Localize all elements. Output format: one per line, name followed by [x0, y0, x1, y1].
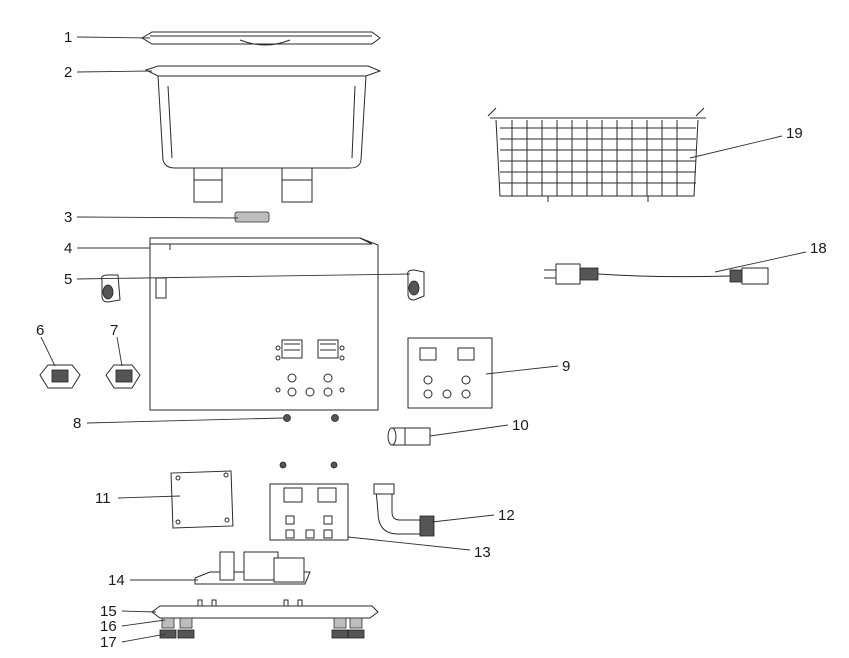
callout-3: 3 [64, 209, 72, 226]
part-control-panel [407, 337, 493, 409]
part-basket [487, 107, 706, 202]
part-pad [234, 211, 270, 223]
part-base-plate [151, 599, 379, 619]
leader-lines [40, 36, 807, 643]
callout-9: 9 [562, 358, 570, 375]
callout-labels: 1 2 3 4 5 6 7 8 9 10 11 12 13 14 15 16 1… [36, 29, 827, 651]
part-lid [141, 31, 381, 46]
part-housing [149, 237, 379, 411]
part-transformer-assembly [194, 551, 311, 585]
callout-13: 13 [474, 544, 491, 561]
part-cylinder [387, 427, 431, 446]
callout-12: 12 [498, 507, 515, 524]
callout-4: 4 [64, 240, 72, 257]
callout-1: 1 [64, 29, 72, 46]
callout-7: 7 [110, 322, 118, 339]
callout-18: 18 [810, 240, 827, 257]
part-elbow-fitting [373, 483, 435, 537]
part-tank [144, 65, 382, 203]
part-knobs [283, 414, 339, 422]
callout-14: 14 [108, 572, 125, 589]
callout-6: 6 [36, 322, 44, 339]
part-cover-plate [170, 470, 234, 529]
callout-19: 19 [786, 125, 803, 142]
part-circuit-board [269, 461, 349, 541]
callout-5: 5 [64, 271, 72, 288]
callout-15: 15 [100, 603, 117, 620]
part-connector-7 [105, 364, 141, 389]
callout-17: 17 [100, 634, 117, 651]
callout-11: 11 [95, 490, 111, 507]
part-power-cord [544, 263, 769, 285]
part-handles [101, 269, 425, 303]
callout-2: 2 [64, 64, 72, 81]
callout-10: 10 [512, 417, 529, 434]
part-feet [159, 617, 365, 639]
callout-16: 16 [100, 618, 117, 635]
part-connector-6 [39, 364, 81, 389]
callout-8: 8 [73, 415, 81, 432]
